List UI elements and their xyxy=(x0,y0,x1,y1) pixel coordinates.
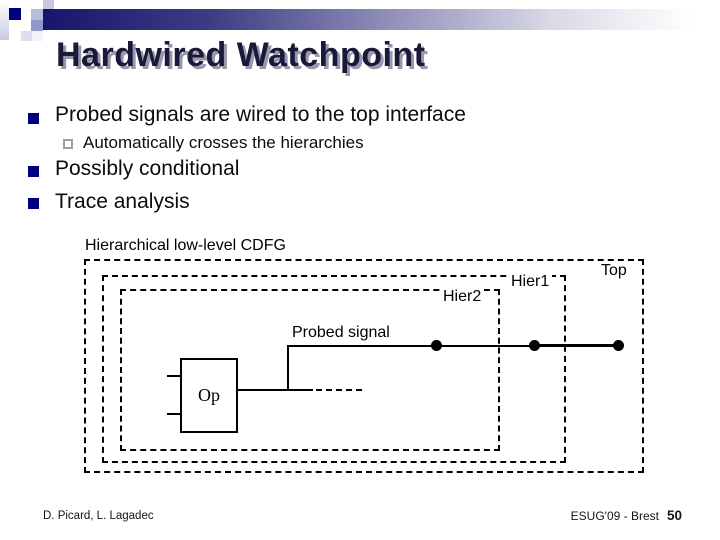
box-label-hier2: Hier2 xyxy=(440,288,485,306)
bullet-square-icon xyxy=(28,166,39,177)
diagram-box-hier1 xyxy=(102,275,566,463)
bullet-text: Probed signals are wired to the top inte… xyxy=(55,103,466,126)
op-node: Op xyxy=(180,358,238,433)
deco-navy-square-icon xyxy=(9,8,21,20)
bullet-text: Trace analysis xyxy=(55,190,190,213)
deco-gradient-strip xyxy=(0,3,9,40)
slide-title: Hardwired Watchpoint xyxy=(56,36,426,74)
signal-branch-line xyxy=(287,345,289,391)
deco-medium-square-icon xyxy=(31,20,43,31)
probed-signal-label: Probed signal xyxy=(290,324,392,342)
footer-venue: ESUG'09 - Brest xyxy=(570,509,659,523)
deco-pale-square-icon xyxy=(21,31,32,41)
diagram-box-hier2 xyxy=(120,289,500,451)
signal-tap-dot-icon xyxy=(613,340,624,351)
op-input-stub xyxy=(167,375,180,377)
deco-light-square-icon xyxy=(43,0,54,9)
probed-signal-wire-thick xyxy=(534,344,620,347)
diagram-box-top xyxy=(84,259,644,473)
op-output-line xyxy=(233,389,313,391)
footer-right: ESUG'09 - Brest 50 xyxy=(571,508,682,523)
footer-authors: D. Picard, L. Lagadec xyxy=(43,510,154,522)
box-label-hier1: Hier1 xyxy=(508,273,553,291)
bullet-text: Possibly conditional xyxy=(55,157,240,180)
sub-bullet-text: Automatically crosses the hierarchies xyxy=(83,133,364,152)
signal-tap-dot-icon xyxy=(431,340,442,351)
box-label-top: Top xyxy=(598,262,630,280)
op-output-line-dashed xyxy=(316,389,362,391)
probed-signal-wire xyxy=(287,345,535,347)
signal-tap-dot-icon xyxy=(529,340,540,351)
header-gradient-bar xyxy=(43,9,720,30)
deco-blue-square-icon xyxy=(31,9,43,20)
bullet-square-icon xyxy=(28,113,39,124)
page-number: 50 xyxy=(666,508,682,523)
op-input-stub xyxy=(167,413,180,415)
diagram-caption: Hierarchical low-level CDFG xyxy=(85,237,286,254)
bullet-square-icon xyxy=(28,198,39,209)
sub-bullet-square-icon xyxy=(63,139,73,149)
deco-white-square-icon xyxy=(32,31,43,41)
op-node-label: Op xyxy=(198,385,220,405)
